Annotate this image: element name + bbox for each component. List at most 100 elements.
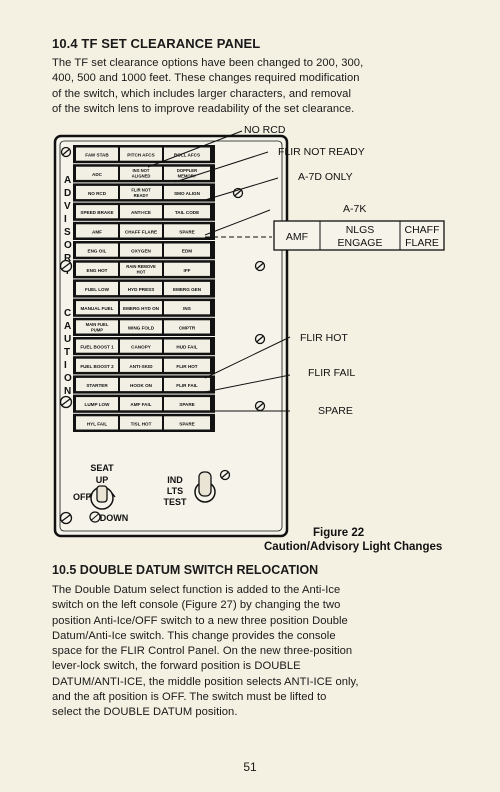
paragraph-tf-set-clearance: The TF set clearance options have been c… — [52, 56, 452, 118]
light-cell-label: PITCH AFCS — [127, 153, 154, 158]
light-cell — [120, 320, 162, 334]
svg-text:DOWN: DOWN — [100, 513, 129, 523]
light-cell — [120, 281, 162, 296]
light-cell-label: CMPTR — [179, 325, 196, 330]
light-cell — [76, 339, 118, 353]
svg-text:V: V — [64, 201, 71, 212]
light-cell — [120, 224, 162, 238]
light-cell-label: ANTI-SKID — [129, 364, 153, 369]
callout-spare: SPARE — [318, 405, 353, 417]
inset-amf: AMF — [286, 231, 308, 243]
light-cell — [120, 147, 162, 161]
paragraph-line: and the aft position is OFF. The switch … — [52, 691, 327, 704]
svg-text:O: O — [64, 373, 72, 384]
inset-nlgs: NLGS — [346, 224, 375, 236]
svg-text:LTS: LTS — [167, 486, 183, 496]
light-cell-label: SPARE — [179, 421, 195, 426]
light-cell-label: MEMORY — [178, 174, 197, 179]
light-cell — [76, 205, 118, 219]
light-cell — [76, 224, 118, 238]
light-cell — [120, 243, 162, 257]
paragraph-line: of the switch, which includes larger cha… — [52, 87, 351, 100]
svg-text:A: A — [64, 321, 71, 332]
section-heading-tf-set-clearance: 10.4 TF SET CLEARANCE PANEL — [52, 36, 261, 51]
light-cell — [164, 281, 210, 296]
light-cell — [76, 147, 118, 161]
light-cell — [164, 262, 210, 276]
light-cell-label: INS NOT — [133, 168, 150, 173]
light-cell — [164, 358, 210, 372]
inset-flare: FLARE — [405, 237, 439, 249]
light-cell — [164, 243, 210, 257]
light-cell — [76, 397, 118, 411]
light-cell-label: STARTER — [86, 383, 108, 388]
light-cell — [120, 185, 162, 200]
light-cell — [76, 262, 118, 276]
light-cell — [76, 358, 118, 372]
paragraph-line: space for the FLIR Control Panel. On the… — [52, 645, 353, 658]
light-cell-label: ANTI-ICE — [131, 210, 151, 215]
light-cell-label: FLIR FAIL — [176, 383, 198, 388]
paragraph-double-datum: The Double Datum select function is adde… — [52, 583, 452, 721]
light-cell — [164, 185, 210, 200]
svg-text:TEST: TEST — [163, 497, 187, 507]
inset-chaff: CHAFF — [405, 224, 440, 236]
light-cell-label: ADC — [92, 172, 103, 177]
light-cell — [76, 301, 118, 315]
light-cell-label: HYD PRESS — [128, 287, 155, 292]
callout-labels: NO RCD FLIR NOT READY A-7D ONLY A-7K FLI… — [244, 124, 366, 417]
svg-text:C: C — [64, 308, 71, 319]
light-cell-label: ALIGNED — [132, 174, 151, 179]
light-cell — [164, 166, 210, 180]
light-cell — [164, 397, 210, 411]
callout-no-rcd: NO RCD — [244, 124, 286, 136]
paragraph-line: lever-lock switch, the forward position … — [52, 660, 301, 673]
light-cell-label: HOOK ON — [130, 383, 153, 388]
figure-number: Figure 22 — [313, 527, 364, 539]
light-cell — [164, 205, 210, 219]
paragraph-line: position Anti-Ice/OFF switch to a new th… — [52, 614, 348, 627]
a7k-inset-legend: AMF NLGS ENGAGE CHAFF FLARE — [273, 220, 445, 251]
inset-engage: ENGAGE — [338, 237, 383, 249]
light-cell-label: NO RCD — [88, 191, 107, 196]
light-cell — [120, 397, 162, 411]
light-cell — [120, 301, 162, 315]
light-cell — [76, 416, 118, 430]
light-cell-label: EMERG GEN — [173, 287, 202, 292]
light-cell-label: WING FOLD — [128, 325, 155, 330]
light-cell — [164, 224, 210, 238]
svg-text:UP: UP — [96, 475, 109, 485]
light-cell — [120, 377, 162, 392]
light-cell-label: IFF — [184, 268, 191, 273]
light-cell — [76, 320, 118, 334]
callout-leaders — [147, 130, 291, 412]
panel-inner-border — [59, 140, 283, 532]
svg-text:R: R — [64, 253, 72, 264]
light-cell — [120, 205, 162, 219]
svg-text:D: D — [64, 188, 71, 199]
light-cell — [120, 339, 162, 353]
light-cell-label: ENG OIL — [88, 249, 107, 254]
light-cell-label: FLIR HOT — [176, 364, 197, 369]
light-cell-label: CHAFF FLARE — [125, 229, 157, 234]
light-cell-label: CANOPY — [131, 345, 151, 350]
svg-text:SEAT: SEAT — [90, 463, 114, 473]
light-cell-label: DOPPLER — [177, 168, 197, 173]
light-cell — [164, 339, 210, 353]
light-cell — [76, 166, 118, 180]
light-cell-label: PUMP — [91, 327, 103, 332]
light-cell — [164, 416, 210, 430]
light-cell-label: FUEL BOOST 2 — [80, 364, 114, 369]
paragraph-line: DATUM/ANTI-ICE, the middle position sele… — [52, 675, 359, 688]
svg-text:A: A — [64, 175, 71, 186]
svg-text:T: T — [64, 347, 70, 358]
paragraph-line: The TF set clearance options have been c… — [52, 57, 364, 69]
